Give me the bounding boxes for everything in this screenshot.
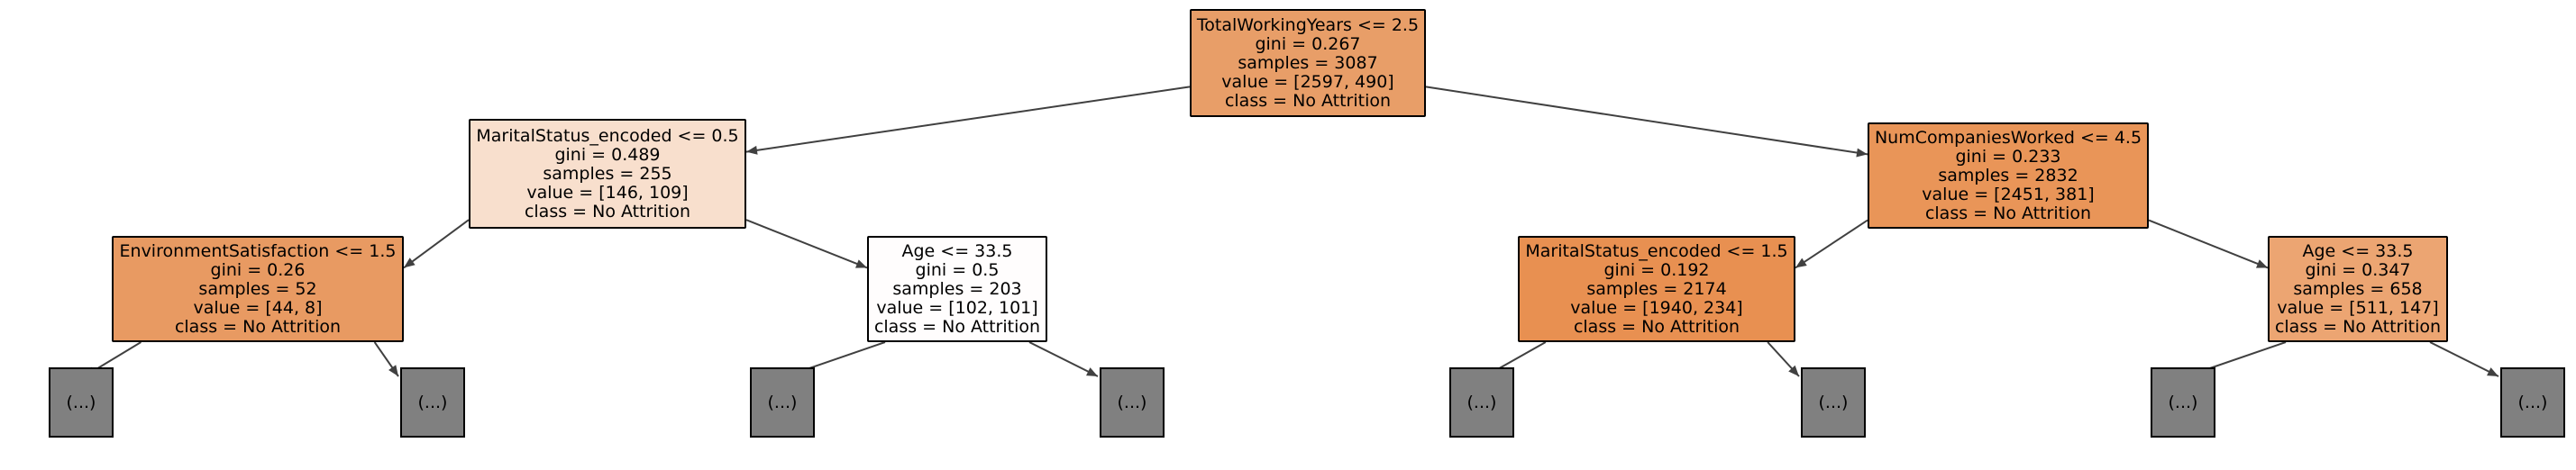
truncated-leaf-l1: (...) [400, 367, 465, 438]
node-line: Age <= 33.5 [2302, 240, 2414, 261]
node-line: gini = 0.347 [2305, 259, 2411, 280]
truncated-leaf-l7: (...) [2500, 367, 2565, 438]
truncated-leaf-l0: (...) [49, 367, 114, 438]
node-line: NumCompaniesWorked <= 4.5 [1874, 127, 2142, 148]
arrowhead [855, 259, 867, 268]
arrowhead [1086, 367, 1098, 376]
node-line: value = [44, 8] [193, 297, 323, 318]
truncated-leaf-l5: (...) [1801, 367, 1866, 438]
edge-n1-n3 [745, 219, 868, 269]
node-line: value = [146, 109] [526, 182, 689, 203]
node-line: value = [2451, 381] [1922, 184, 2095, 204]
node-line: value = [511, 147] [2277, 297, 2439, 318]
node-line: class = No Attrition [1224, 90, 1392, 111]
node-line: samples = 658 [2293, 278, 2423, 299]
arrowhead [2256, 259, 2268, 268]
node-line: samples = 3087 [1238, 52, 1378, 73]
arrowhead [388, 365, 398, 376]
node-line: samples = 2174 [1586, 278, 1727, 299]
leaf-label: (...) [767, 393, 798, 412]
node-line: class = No Attrition [174, 316, 342, 337]
truncated-leaf-l4: (...) [1449, 367, 1514, 438]
node-line: Age <= 33.5 [901, 240, 1013, 261]
arrowhead [404, 258, 416, 268]
truncated-leaf-l6: (...) [2151, 367, 2215, 438]
leaf-label: (...) [2168, 393, 2198, 412]
node-line: value = [1940, 234] [1570, 297, 1743, 318]
node-line: MaritalStatus_encoded <= 0.5 [476, 125, 739, 146]
node-line: samples = 255 [543, 163, 672, 184]
node-line: gini = 0.267 [1255, 33, 1361, 54]
edge-n4-n6 [2148, 219, 2269, 269]
node-line: value = [102, 101] [876, 297, 1038, 318]
node-line: gini = 0.489 [554, 144, 661, 165]
edge-n4-n5 [1795, 219, 1868, 269]
node-line: class = No Attrition [1573, 316, 1740, 337]
node-line: value = [2597, 490] [1221, 71, 1394, 92]
node-line: class = No Attrition [1924, 203, 2092, 223]
leaf-label: (...) [1466, 393, 1497, 412]
truncated-leaf-l3: (...) [1100, 367, 1165, 438]
node-line: gini = 0.233 [1955, 146, 2061, 167]
node-line: gini = 0.26 [210, 259, 306, 280]
leaf-label: (...) [66, 393, 96, 412]
arrowhead [1795, 258, 1807, 268]
edge-n0-n4 [1425, 86, 1868, 156]
node-line: class = No Attrition [873, 316, 1041, 337]
node-line: gini = 0.192 [1603, 259, 1710, 280]
node-line: samples = 2832 [1938, 165, 2078, 185]
edge-n3-l3 [1028, 341, 1099, 377]
leaf-label: (...) [1117, 393, 1147, 412]
leaf-label: (...) [1818, 393, 1849, 412]
node-line: MaritalStatus_encoded <= 1.5 [1525, 240, 1788, 261]
node-line: samples = 203 [892, 278, 1022, 299]
node-line: gini = 0.5 [915, 259, 1000, 280]
edge-n1-n2 [403, 219, 470, 269]
edge-n0-n1 [745, 86, 1191, 153]
node-line: class = No Attrition [524, 201, 691, 221]
truncated-leaf-l2: (...) [750, 367, 815, 438]
edge-n6-l7 [2429, 341, 2499, 377]
node-line: EnvironmentSatisfaction <= 1.5 [119, 240, 397, 261]
leaf-label: (...) [417, 393, 448, 412]
arrowhead [1856, 148, 1868, 158]
node-line: samples = 52 [198, 278, 317, 299]
node-line: class = No Attrition [2274, 316, 2442, 337]
leaf-label: (...) [2517, 393, 2548, 412]
arrowhead [746, 145, 758, 155]
node-line: TotalWorkingYears <= 2.5 [1196, 14, 1420, 35]
arrowhead [2487, 367, 2498, 376]
arrowhead [1788, 365, 1799, 376]
